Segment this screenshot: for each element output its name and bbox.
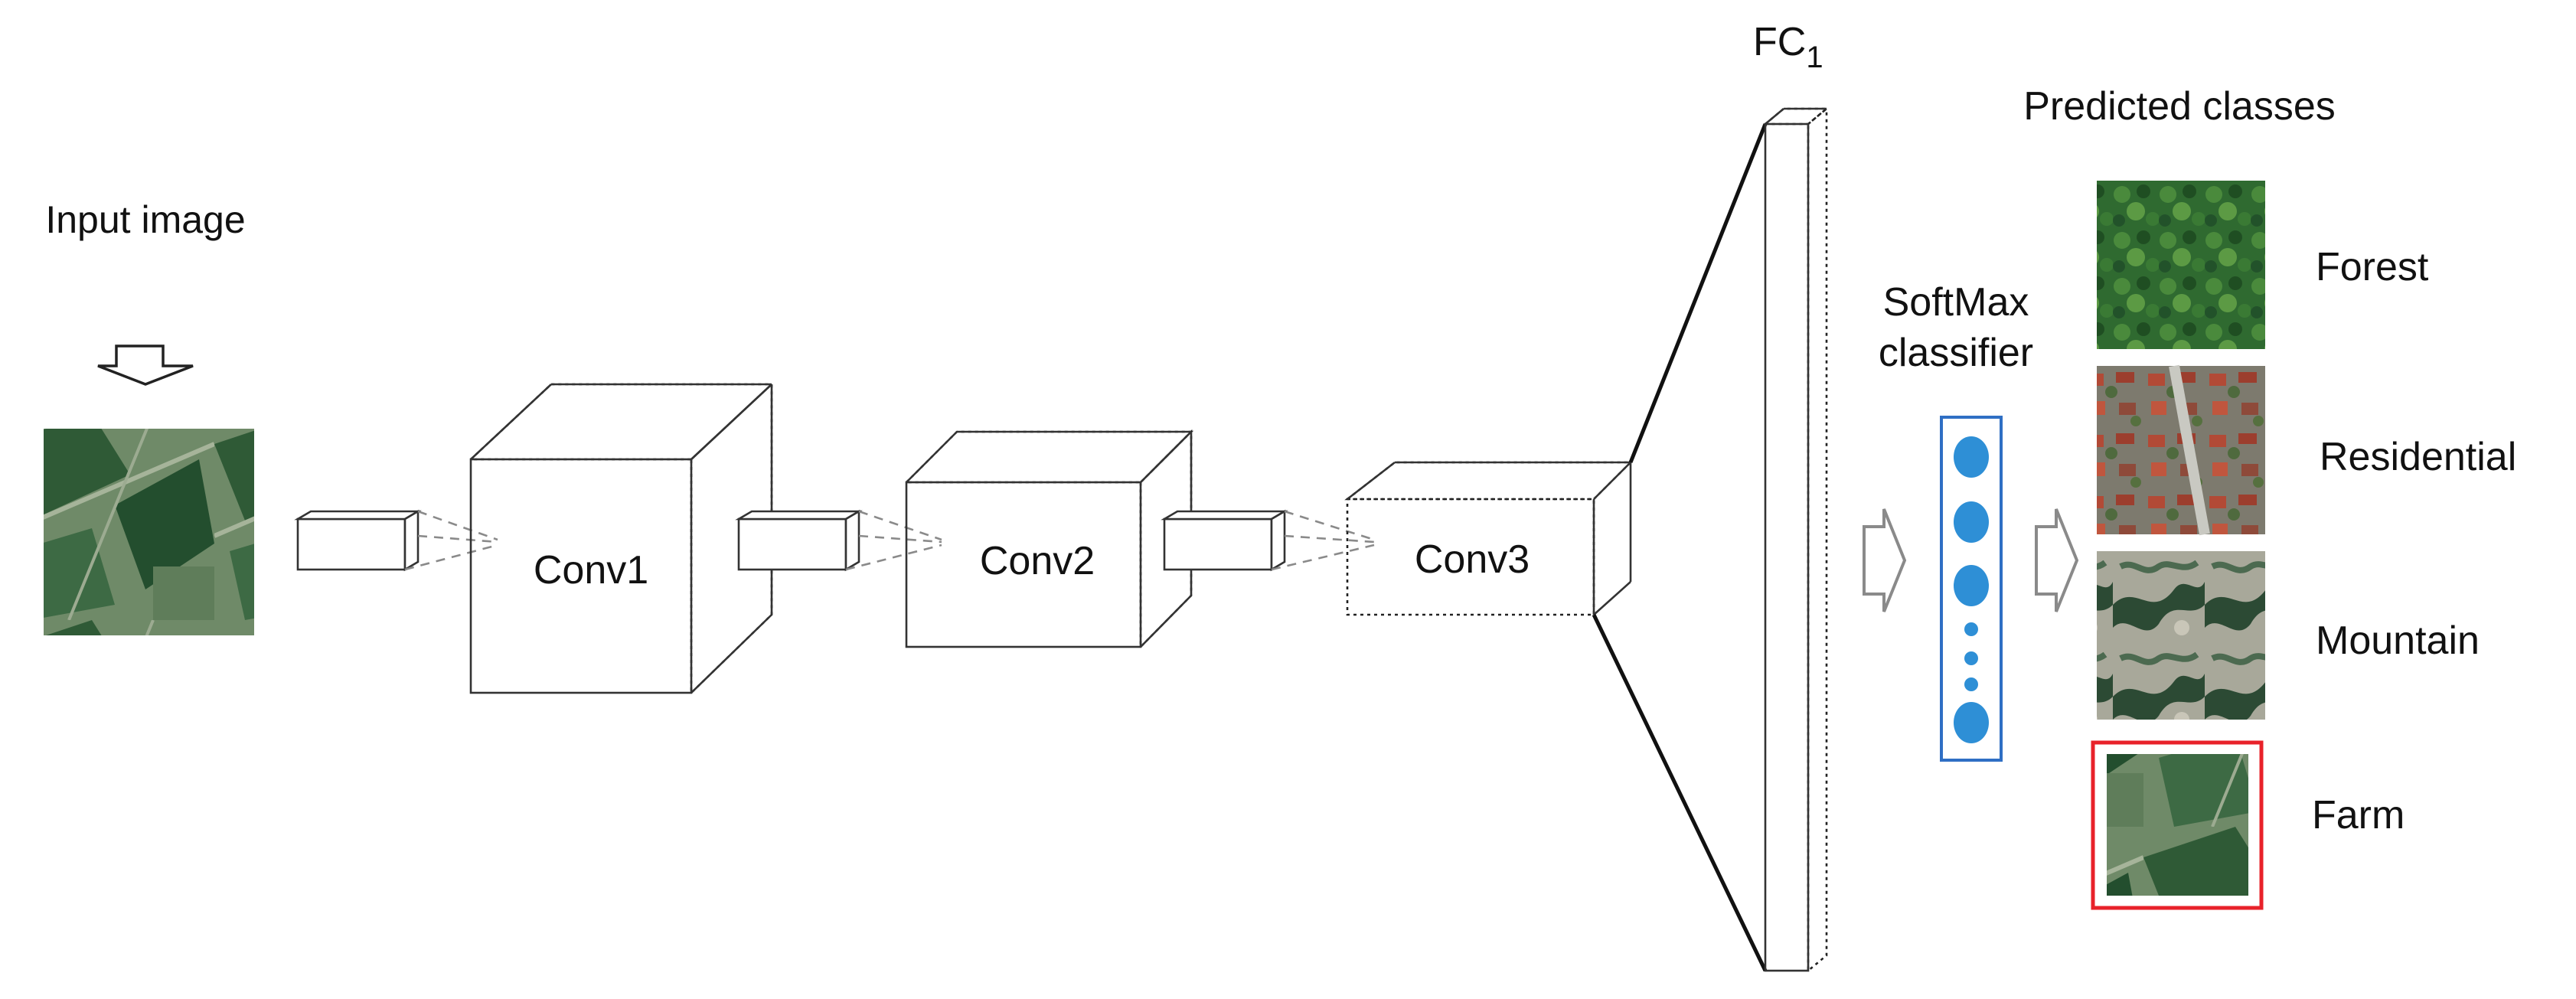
predicted-classes-label: Predicted classes bbox=[2023, 84, 2336, 129]
softmax-label-line1: SoftMax bbox=[1883, 280, 2029, 325]
kernel-box-2 bbox=[735, 509, 863, 572]
class-label-farm: Farm bbox=[2312, 793, 2405, 837]
softmax-node-ellipsis-dot bbox=[1964, 622, 1978, 636]
conv3-label: Conv3 bbox=[1415, 537, 1530, 582]
conv1-block bbox=[468, 382, 775, 696]
input-image-thumbnail bbox=[44, 429, 254, 635]
fc1-layer bbox=[1762, 106, 1830, 973]
conv1-label: Conv1 bbox=[534, 548, 648, 593]
kernel-connector-3 bbox=[1271, 510, 1375, 571]
class-label-forest: Forest bbox=[2316, 245, 2429, 289]
right-arrow-icon bbox=[2035, 508, 2079, 612]
conv2-label: Conv2 bbox=[980, 539, 1095, 583]
down-arrow-icon bbox=[97, 344, 194, 386]
softmax-node bbox=[1954, 501, 1989, 543]
farm-selection-box bbox=[2091, 740, 2264, 910]
fc-projection-top-line bbox=[1628, 123, 1768, 463]
kernel-connector-1 bbox=[404, 510, 498, 571]
class-label-mountain: Mountain bbox=[2316, 619, 2480, 663]
conv2-block bbox=[903, 429, 1194, 650]
softmax-node bbox=[1954, 702, 1989, 743]
kernel-connector-2 bbox=[845, 510, 942, 571]
softmax-label-line2: classifier bbox=[1879, 331, 2033, 375]
class-label-residential: Residential bbox=[2320, 435, 2516, 479]
softmax-node bbox=[1954, 436, 1989, 478]
softmax-node-ellipsis-dot bbox=[1964, 677, 1978, 691]
residential-road bbox=[2169, 364, 2210, 536]
forest-thumbnail bbox=[2097, 181, 2265, 349]
mountain-thumbnail bbox=[2097, 551, 2265, 720]
fc-projection-bottom-line bbox=[1592, 613, 1768, 972]
fc1-label: FC1 bbox=[1753, 20, 1823, 74]
softmax-node-ellipsis-dot bbox=[1964, 651, 1978, 665]
farm-thumbnail bbox=[2107, 754, 2248, 896]
conv3-block bbox=[1344, 461, 1634, 616]
right-arrow-icon bbox=[1863, 508, 1907, 612]
softmax-node bbox=[1954, 565, 1989, 606]
kernel-box-1 bbox=[294, 509, 422, 572]
input-image-label: Input image bbox=[45, 198, 245, 241]
kernel-box-3 bbox=[1161, 509, 1288, 572]
